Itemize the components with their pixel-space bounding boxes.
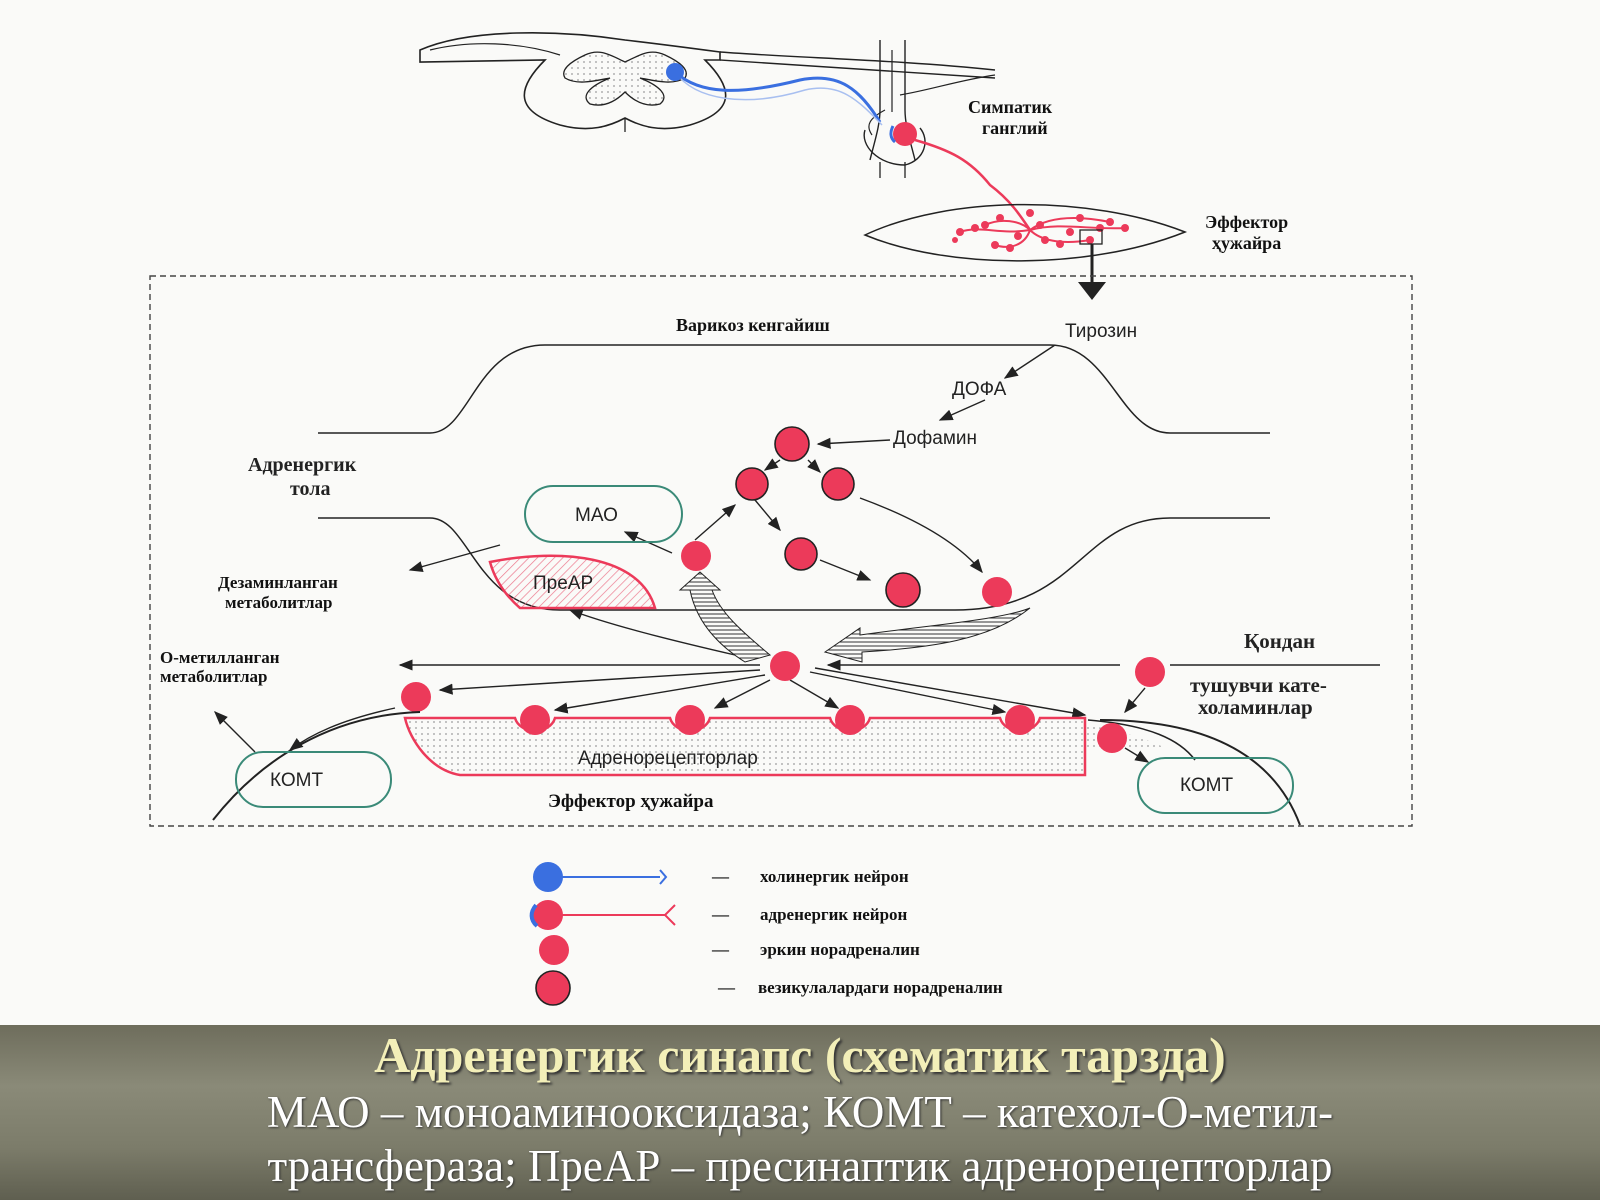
presynaptic-receptor: ПреАР xyxy=(488,554,657,610)
methylated-label-2: метаболитлар xyxy=(160,667,268,686)
legend-text: везикулалардаги норадреналин xyxy=(758,978,1003,997)
adrenergic-fiber-label: Адренергик xyxy=(248,454,357,476)
vesicles xyxy=(681,426,1012,608)
release-arrows xyxy=(214,659,1380,763)
reuptake-arrows xyxy=(678,571,1031,663)
legend-dash: — xyxy=(711,940,730,959)
free-norepinephrine-left xyxy=(401,682,431,712)
tyrosine-label: Тирозин xyxy=(1065,321,1137,342)
dopamine-label: Дофамин xyxy=(893,428,977,449)
deaminated-label-2: метаболитлар xyxy=(225,593,333,612)
legend-adrenergic: — адренергик нейрон xyxy=(529,900,908,930)
released-norepinephrine xyxy=(770,651,800,681)
cholinergic-preganglionic-neuron xyxy=(666,63,883,126)
caption-line-2: трансфераза; ПреАР – пресинаптик адренор… xyxy=(267,1141,1333,1191)
komt-left-label: КОМТ xyxy=(270,770,323,791)
adrenergic-fiber-label-2: тола xyxy=(290,478,331,500)
ganglion-adrenergic-neuron xyxy=(889,122,1032,231)
catecholamines-label-2: холаминлар xyxy=(1198,695,1313,719)
caption-title: Адренергик синапс (схематик тарзда) xyxy=(374,1027,1226,1083)
catecholamines-label: тушувчи кате- xyxy=(1190,673,1327,697)
synthesis-arrows xyxy=(408,344,1056,656)
dopa-label: ДОФА xyxy=(952,379,1007,400)
varicose-label: Варикоз кенгайиш xyxy=(676,315,830,335)
legend-text: холинергик нейрон xyxy=(760,867,909,886)
mao-enzyme: МАО xyxy=(524,485,683,543)
legend-text: эркин норадреналин xyxy=(760,940,920,959)
methylated-label: О-метилланган xyxy=(160,648,280,667)
komt-left: КОМТ xyxy=(235,751,392,808)
komt-right: КОМТ xyxy=(1137,757,1294,814)
komt-right-label: КОМТ xyxy=(1180,775,1233,796)
spinal-cord xyxy=(419,32,996,178)
effector-cell-top-label-2: ҳужайра xyxy=(1212,233,1281,253)
caption-bar: Адренергик синапс (схематик тарзда) МАО … xyxy=(0,1025,1600,1200)
effector-cell-top-label: Эффектор xyxy=(1205,212,1288,232)
blood-catecholamine xyxy=(1135,657,1165,687)
effector-cell-top xyxy=(863,203,1188,262)
diagram-canvas: Симпатик ганглий Эффектор ҳужайра Варико… xyxy=(149,32,1413,1006)
adrenoreceptors-label: Адренорецепторлар xyxy=(578,748,758,769)
legend-text: адренергик нейрон xyxy=(760,905,908,924)
legend-vesicle-norepinephrine: — везикулалардаги норадреналин xyxy=(535,970,1003,1006)
zoom-arrow xyxy=(1078,244,1106,300)
mao-label: МАО xyxy=(575,505,618,526)
adrenoreceptor-membrane: Адренорецепторлар xyxy=(212,705,1301,826)
from-blood-label: Қондан xyxy=(1244,629,1315,653)
legend-dash: — xyxy=(711,867,730,886)
synapse-diagram: Симпатик ганглий Эффектор ҳужайра Варико… xyxy=(149,32,1413,1006)
varicosity-outline xyxy=(318,344,1270,611)
deaminated-label: Дезаминланган xyxy=(218,573,338,592)
sympathetic-ganglion-label: Симпатик xyxy=(968,97,1053,117)
legend-dash: — xyxy=(711,905,730,924)
legend-cholinergic: — холинергик нейрон xyxy=(533,862,909,892)
effector-cell-bottom-label: Эффектор ҳужайра xyxy=(548,791,714,812)
prear-label: ПреАР xyxy=(533,573,593,594)
legend: — холинергик нейрон — адренергик нейрон … xyxy=(529,862,1003,1006)
legend-free-norepinephrine: — эркин норадреналин xyxy=(539,935,920,965)
zoom-frame xyxy=(149,275,1413,827)
sympathetic-ganglion-label-2: ганглий xyxy=(982,118,1048,138)
caption-line-1: МАО – моноаминооксидаза; КОМТ – катехол-… xyxy=(266,1087,1334,1137)
legend-dash: — xyxy=(717,978,736,997)
